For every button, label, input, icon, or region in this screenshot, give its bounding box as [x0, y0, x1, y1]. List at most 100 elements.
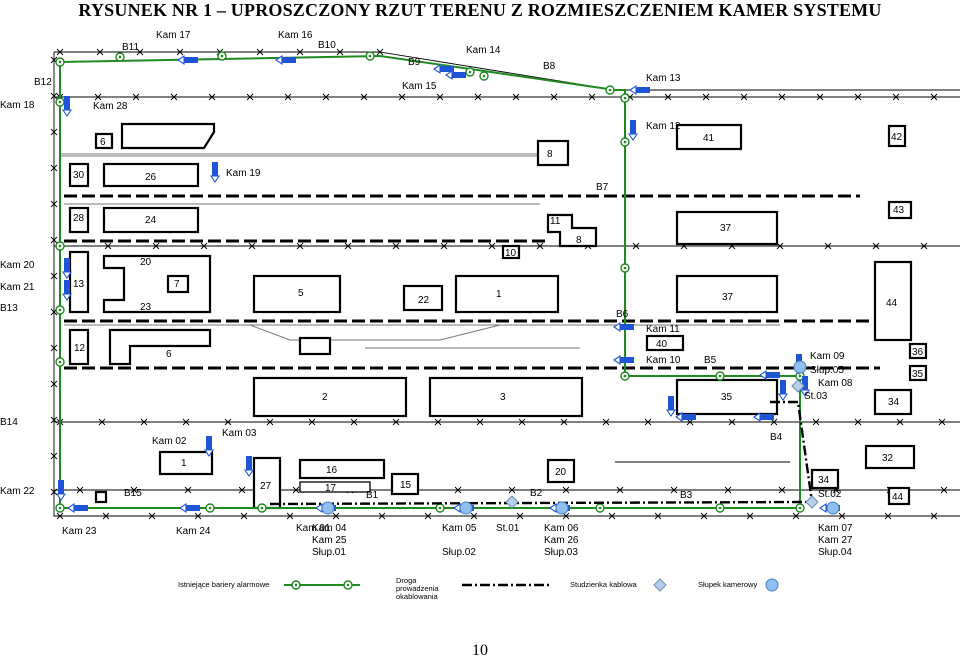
camera-body-icon — [58, 480, 64, 494]
label-kam-14: Kam 14 — [466, 45, 501, 56]
label-building-33: 36 — [912, 347, 924, 358]
label-building-41: 42 — [891, 132, 903, 143]
fence-x — [560, 418, 568, 426]
fence-x — [284, 93, 292, 101]
label-kam-15: Kam 15 — [402, 81, 437, 92]
building-21 — [402, 284, 444, 312]
fence-x — [746, 512, 754, 520]
building-24 — [102, 162, 200, 188]
camera-body-icon — [184, 57, 198, 63]
fence-x — [930, 512, 938, 520]
fence-x — [308, 418, 316, 426]
fence-x — [440, 242, 448, 250]
building-17 — [299, 481, 371, 493]
building-31 — [873, 388, 913, 416]
label-kam-24: Kam 24 — [176, 526, 211, 537]
fence-x — [424, 512, 432, 520]
cable-route — [269, 400, 814, 506]
fence-x — [724, 486, 732, 494]
camera-body-icon — [64, 280, 70, 294]
building-33 — [908, 342, 928, 360]
fence-x — [562, 512, 570, 520]
building-11 — [501, 244, 521, 260]
label-building-34: 34 — [818, 475, 830, 486]
camera-lens-icon — [675, 411, 683, 423]
camera-lens-icon — [799, 389, 811, 397]
fence-x — [854, 93, 862, 101]
fence-x — [296, 48, 304, 56]
legend-pole-text: Słupek kamerowy — [698, 580, 758, 589]
fence-x — [56, 512, 64, 520]
page-number: 10 — [472, 642, 488, 659]
fence-x — [50, 164, 58, 172]
label-kam-22: Kam 22 — [0, 486, 35, 497]
camera-lens-icon — [613, 321, 621, 333]
fence-x — [336, 48, 344, 56]
barrier-post-dot — [58, 100, 62, 104]
building-32 — [908, 364, 928, 382]
camera-body-icon — [64, 258, 70, 272]
barrier-post-dot — [58, 60, 62, 64]
camera-body-icon — [282, 57, 296, 63]
label-b4: B4 — [770, 432, 783, 443]
building-13 — [68, 328, 90, 366]
barrier-post-dot — [438, 506, 442, 510]
label-building-18: 20 — [555, 467, 567, 478]
fence-x — [516, 512, 524, 520]
pole-05 — [793, 360, 807, 374]
fence-x — [130, 486, 138, 494]
label-building-37: 37 — [720, 223, 732, 234]
building-10 — [536, 139, 570, 167]
barrier-post-dot — [468, 70, 472, 74]
fence-x — [96, 48, 104, 56]
label-b14: B14 — [0, 417, 18, 428]
barrier-post-dot — [58, 506, 62, 510]
label-st-03: St.03 — [804, 391, 828, 402]
building-36 — [675, 274, 779, 314]
camera-lens-icon — [203, 449, 215, 457]
camera-lens-icon — [61, 293, 73, 301]
label-kam-19: Kam 19 — [226, 168, 261, 179]
fence-x — [392, 418, 400, 426]
fence-x — [616, 486, 624, 494]
fence-x — [132, 93, 140, 101]
building-20-22 — [102, 254, 212, 314]
fence-x — [938, 418, 946, 426]
camera-lens-icon — [67, 502, 75, 514]
label-b11: B11 — [122, 42, 139, 53]
label-kam-18: Kam 18 — [0, 100, 35, 111]
building-30 — [864, 444, 916, 470]
fence-x — [518, 418, 526, 426]
fence-x — [256, 48, 264, 56]
poles-and-wells — [321, 360, 840, 515]
fence-x — [436, 93, 444, 101]
legend-cable-text: Droga prowadzenia okablowania — [396, 576, 439, 601]
label-kam-07: Kam 07 — [818, 523, 853, 534]
fence-x — [322, 93, 330, 101]
label-building-8: 8 — [576, 235, 582, 246]
camera-body-icon — [620, 324, 634, 330]
label-building-7: 7 — [174, 279, 180, 290]
label-b15: B15 — [124, 488, 142, 499]
fence-x — [296, 242, 304, 250]
label-building-28: 30 — [73, 170, 85, 181]
fence-x — [562, 486, 570, 494]
fence-x — [392, 242, 400, 250]
fence-x — [702, 93, 710, 101]
building-40 — [675, 123, 743, 151]
fence-x — [170, 93, 178, 101]
fence-x — [884, 512, 892, 520]
pole-04 — [826, 501, 840, 515]
label-st-01: St.01 — [496, 523, 520, 534]
building-15 — [390, 472, 420, 496]
label-b13: B13 — [0, 303, 18, 314]
label-kam-23: Kam 23 — [62, 526, 97, 537]
pole-01 — [321, 501, 335, 515]
fence-x — [50, 488, 58, 496]
fence-x — [238, 486, 246, 494]
fence-x — [184, 486, 192, 494]
camera-body-icon — [630, 120, 636, 134]
camera-body-icon — [64, 96, 70, 110]
fence-x — [50, 56, 58, 64]
fence-x — [50, 236, 58, 244]
